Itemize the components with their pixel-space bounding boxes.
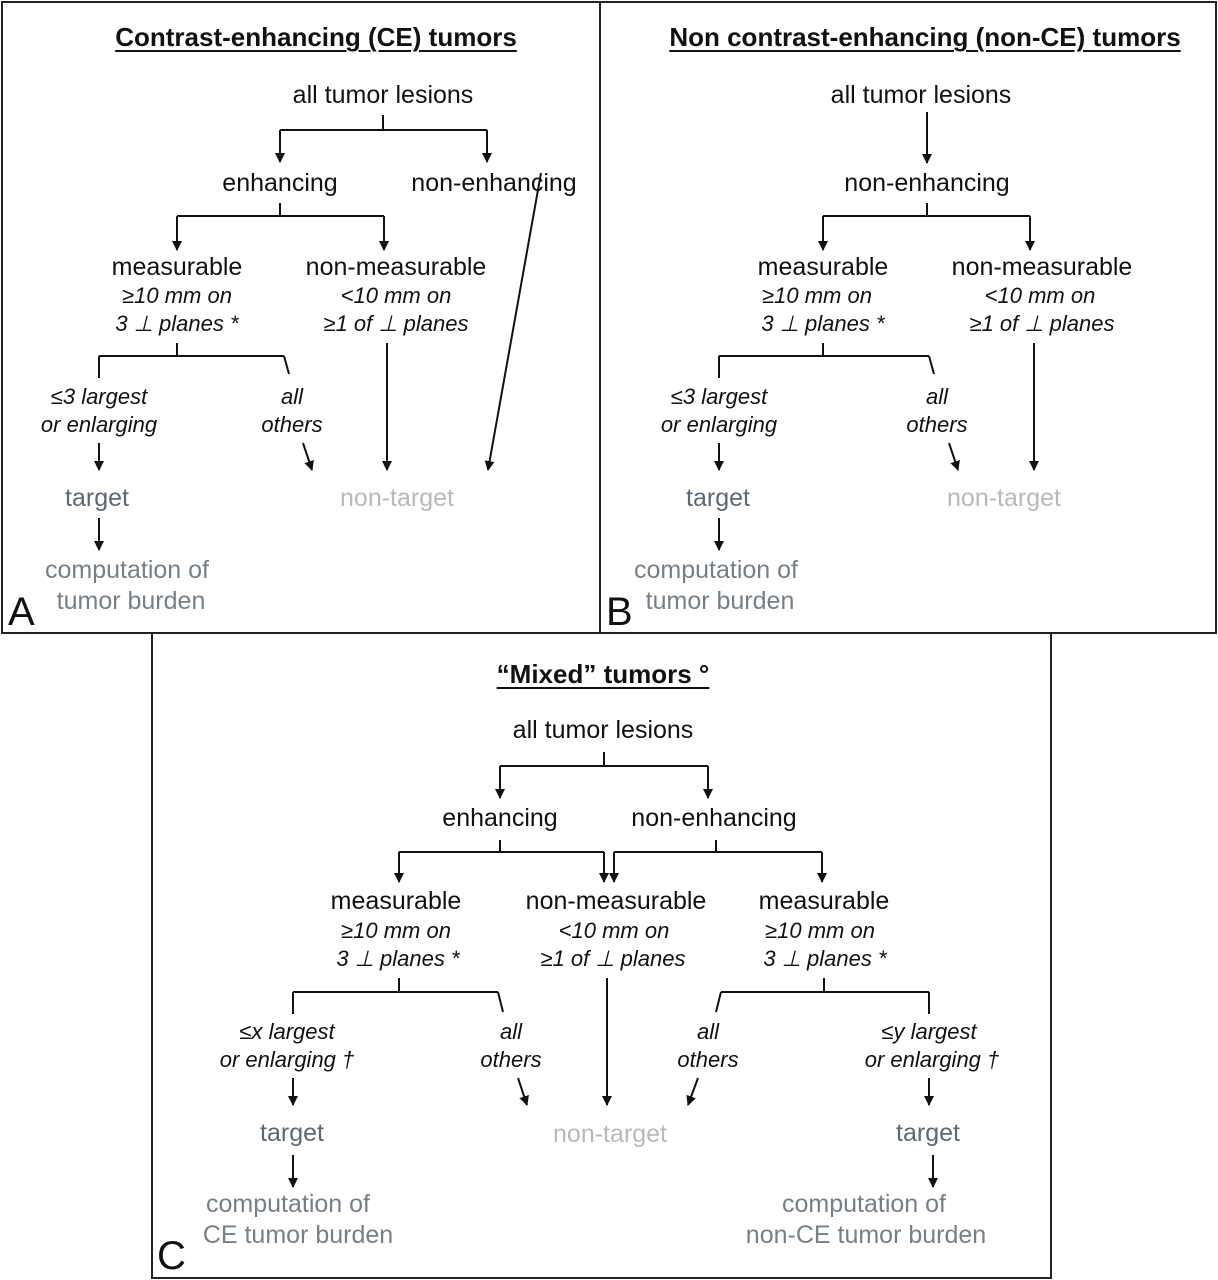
panel-b-title: Non contrast-enhancing (non-CE) tumors [669,22,1181,52]
panel-a-largest-label: or enlarging [40,412,158,437]
panel-b-measurable-node: measurable [757,253,889,281]
panel-b-all-others-label: others [906,412,968,437]
panel-a-letter: A [8,590,35,634]
panel-c-letter: C [157,1234,186,1278]
panel-c-root-node: all tumor lesions [512,716,694,744]
panel-b-non-measurable-criterion: <10 mm on [984,283,1096,308]
panel-c-measurable-left-node: measurable [330,887,462,915]
panel-c-measurable-right-criterion: ≥10 mm on [765,918,875,943]
panel-c-enhancing-node: enhancing [442,804,558,832]
panel-b-non-target-node: non-target [947,484,1061,512]
panel-a-burden-node: tumor burden [56,587,206,615]
panel-a-all-others-label: others [261,412,323,437]
panel-b-burden-node: computation of [634,556,798,584]
panel-a-measurable-criterion: 3 ⊥ planes * [115,311,239,336]
panel-b-non-measurable-node: non-measurable [951,253,1133,281]
panel-a [1,1,601,634]
panel-b-connectors [714,112,1039,551]
panel-b-letter: B [606,590,633,634]
panel-a-non-measurable-node: non-measurable [305,253,487,281]
panel-a-connectors [94,115,542,551]
panel-a-non-target-node: non-target [340,484,454,512]
panel-c-non-enhancing-node: non-enhancing [631,804,797,832]
panel-c-largest-y-label: ≤y largest [881,1019,977,1044]
panel-c-non-measurable-node: non-measurable [525,887,707,915]
panel-b-root-node: all tumor lesions [830,81,1012,109]
panel-b-largest-label: or enlarging [660,412,778,437]
panel-c-non-measurable-criterion: ≥1 of ⊥ planes [540,946,686,971]
panel-c-all-others-right-label: others [677,1047,739,1072]
panel-b-target-node: target [686,484,750,512]
panel-c-target-right-node: target [896,1119,960,1147]
panel-a-enhancing-node: enhancing [222,169,338,197]
panel-b-measurable-criterion: ≥10 mm on [762,283,872,308]
panel-c-all-others-left-label: others [480,1047,542,1072]
panel-b-measurable-criterion: 3 ⊥ planes * [761,311,885,336]
panel-b-non-measurable-criterion: ≥1 of ⊥ planes [969,311,1115,336]
panel-c-non-measurable-criterion: <10 mm on [558,918,670,943]
panel-b-non-enhancing-node: non-enhancing [844,169,1010,197]
panel-c-all-others-left-label: all [499,1019,523,1044]
panel-a-title: Contrast-enhancing (CE) tumors [115,22,517,52]
panel-c-burden-left-node: computation of [206,1190,370,1218]
panel-c-largest-x-label: or enlarging † [219,1047,355,1072]
panel-a-largest-label: ≤3 largest [50,384,148,409]
panel-a-non-enhancing-node: non-enhancing [411,169,577,197]
panel-a-all-others-label: all [280,384,304,409]
panel-c-measurable-right-criterion: 3 ⊥ planes * [763,946,887,971]
panel-a-measurable-node: measurable [111,253,243,281]
panel-c-largest-y-label: or enlarging † [864,1047,1000,1072]
panel-a-measurable-criterion: ≥10 mm on [122,283,232,308]
panel-c-target-left-node: target [260,1119,324,1147]
panel-b [599,1,1217,634]
panel-a-burden-node: computation of [45,556,209,584]
panel-a-non-measurable-criterion: <10 mm on [340,283,452,308]
panel-b-largest-label: ≤3 largest [670,384,768,409]
panel-b-all-others-label: all [925,384,949,409]
panel-a-non-measurable-criterion: ≥1 of ⊥ planes [323,311,469,336]
panel-c-burden-left-node: CE tumor burden [202,1221,394,1249]
panel-c-measurable-left-criterion: ≥10 mm on [341,918,451,943]
panel-a-target-node: target [65,484,129,512]
panel-a-root-node: all tumor lesions [292,81,474,109]
panel-c-measurable-left-criterion: 3 ⊥ planes * [336,946,460,971]
panel-c-connectors [288,752,938,1188]
panel-c-burden-right-node: non-CE tumor burden [745,1221,987,1249]
panel-c-title: “Mixed” tumors ° [496,659,710,689]
panel-c [151,632,1052,1279]
panel-c-non-target-node: non-target [553,1120,667,1148]
panel-b-burden-node: tumor burden [645,587,795,615]
panel-c-all-others-right-label: all [696,1019,720,1044]
panel-c-burden-right-node: computation of [782,1190,946,1218]
panel-c-measurable-right-node: measurable [758,887,890,915]
panel-c-largest-x-label: ≤x largest [239,1019,335,1044]
